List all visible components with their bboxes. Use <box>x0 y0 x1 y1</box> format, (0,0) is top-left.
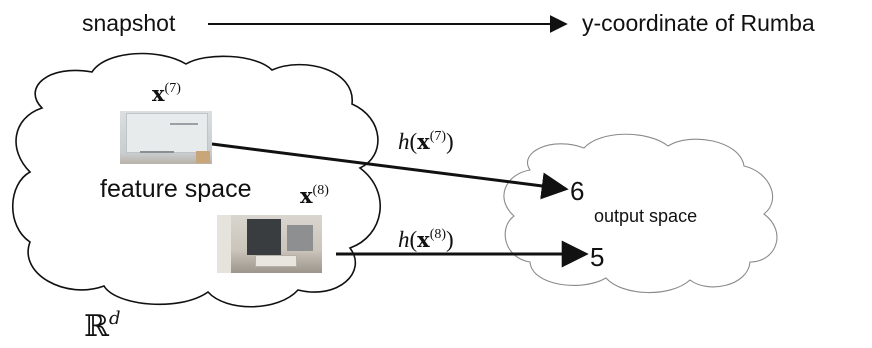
feature-space-set-label: ℝd <box>84 309 120 344</box>
function-8-index: (8) <box>429 227 447 242</box>
output-space-label: output space <box>594 206 698 226</box>
output-value-7: 6 <box>570 176 585 206</box>
sample-8-var: x <box>300 183 313 208</box>
sample-7-index: (7) <box>164 81 181 96</box>
marker-tray <box>140 151 174 153</box>
function-7-index: (7) <box>429 129 447 144</box>
function-label-7: h(x(7)) <box>398 129 454 154</box>
whiteboard-shape <box>126 113 208 153</box>
output-value-8: 5 <box>590 242 605 272</box>
function-7-open: ( <box>409 129 418 154</box>
wall-shape <box>217 215 231 273</box>
mapping-arrow-7 <box>211 142 569 200</box>
sample-7-symbol: x(7) <box>152 82 181 105</box>
snapshot-7-photo <box>120 111 212 164</box>
snapshot-8-photo <box>217 215 322 273</box>
sample-8-index: (8) <box>312 183 329 198</box>
source-label: snapshot <box>82 10 176 36</box>
set-exponent: d <box>108 308 121 329</box>
function-8-open: ( <box>409 227 418 252</box>
desk-shape <box>255 255 297 267</box>
target-label: y-coordinate of Rumba <box>582 10 815 36</box>
cabinet-shape <box>287 225 313 251</box>
box-object <box>196 151 210 163</box>
function-7-var: x <box>417 129 430 154</box>
function-8-fn: h <box>398 227 410 252</box>
function-7-close: ) <box>446 129 454 154</box>
feature-space-label: feature space <box>100 175 252 203</box>
function-7-fn: h <box>398 129 410 154</box>
function-8-close: ) <box>446 227 454 252</box>
whiteboard-marks <box>170 123 198 125</box>
function-label-8: h(x(8)) <box>398 227 454 252</box>
function-8-var: x <box>417 227 430 252</box>
sample-7-var: x <box>152 81 165 106</box>
sample-8-symbol: x(8) <box>300 184 329 207</box>
window-shape <box>247 219 281 255</box>
set-symbol: ℝ <box>84 309 109 344</box>
